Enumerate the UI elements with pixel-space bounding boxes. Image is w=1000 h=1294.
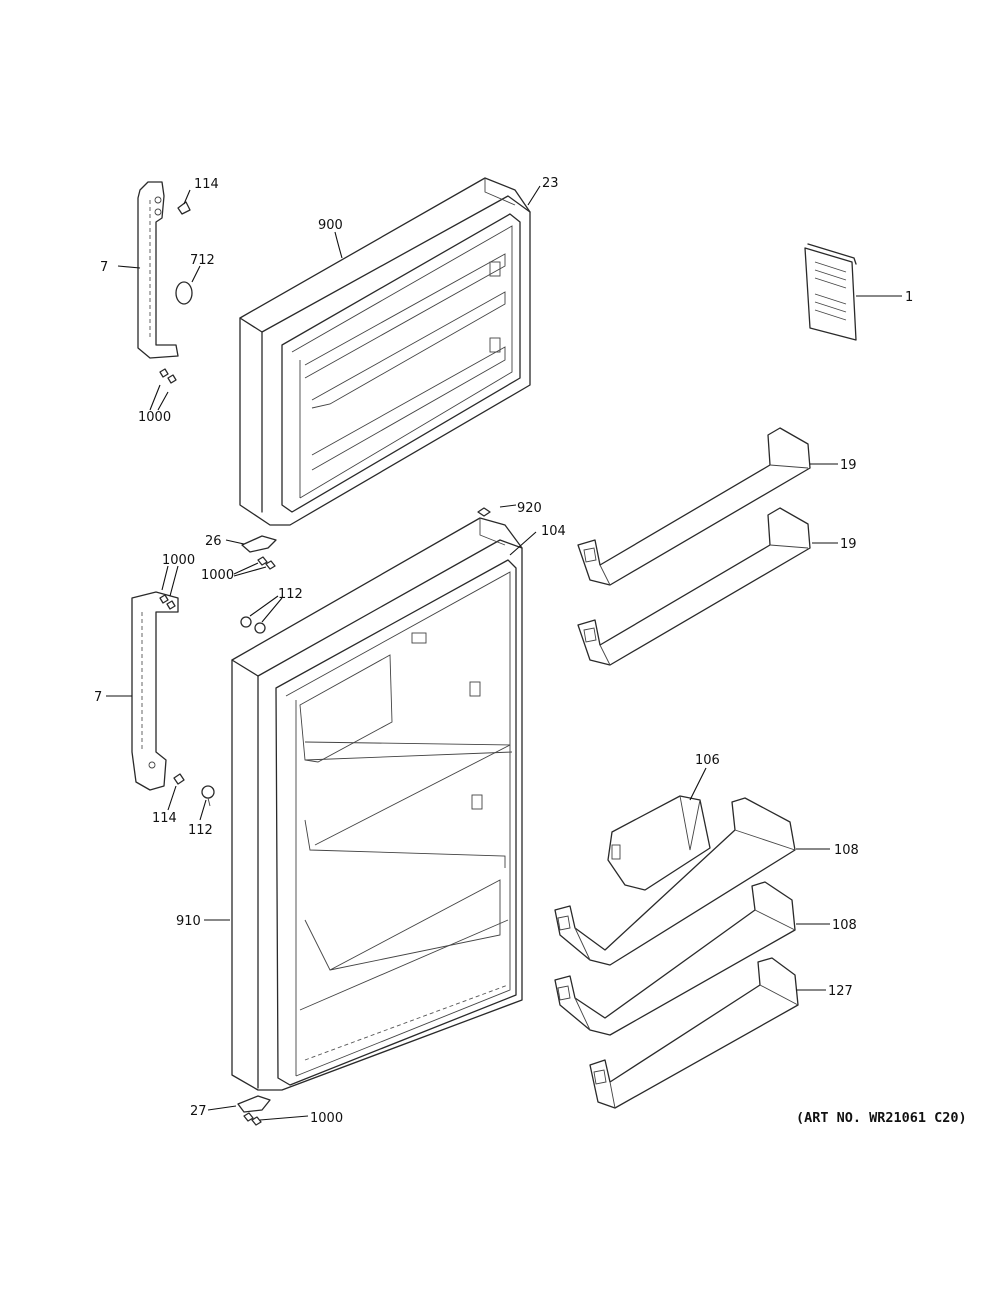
hinge-screws-1000-mid (257, 556, 276, 570)
upper-bin-19-top (577, 427, 811, 586)
callout-104: 104 (541, 524, 566, 539)
callout-1: 1 (905, 290, 913, 305)
callout-1000-handle-lower: 1000 (162, 553, 195, 568)
hinge-screws-1000-bottom (243, 1112, 262, 1126)
callout-108-top: 108 (834, 843, 859, 858)
upper-handle-screw-114 (177, 201, 191, 215)
plugs-112-upper (240, 616, 266, 634)
callout-112-upper: 112 (278, 587, 303, 602)
hinge-26 (241, 535, 277, 553)
callout-19-top: 19 (840, 458, 857, 473)
lower-handle-screw-114 (173, 773, 185, 785)
lower-handle-screws-1000 (159, 594, 176, 610)
hinge-27 (237, 1095, 271, 1113)
callout-23: 23 (542, 176, 559, 191)
callout-7-upper: 7 (100, 260, 108, 275)
lower-door (231, 517, 523, 1091)
callout-1000-upper: 1000 (138, 410, 171, 425)
callout-1000-bottom: 1000 (310, 1111, 343, 1126)
door-stop-920 (477, 507, 491, 517)
lower-bin-108-bottom (554, 881, 796, 1036)
callout-19-bottom: 19 (840, 537, 857, 552)
callout-127: 127 (828, 984, 853, 999)
callout-1000-hinge-mid: 1000 (201, 568, 234, 583)
callout-27: 27 (190, 1104, 207, 1119)
lower-bin-108-top (554, 797, 796, 966)
callout-114-lower: 114 (152, 811, 177, 826)
lower-bin-127 (589, 957, 799, 1109)
upper-handle (137, 181, 179, 359)
lower-handle (131, 591, 179, 791)
upper-door (239, 177, 531, 526)
callout-712: 712 (190, 253, 215, 268)
plug-112-lower (201, 785, 215, 807)
upper-handle-plug-712 (175, 281, 193, 305)
leader-lines (106, 185, 902, 1121)
container-106 (607, 795, 711, 891)
callout-910: 910 (176, 914, 201, 929)
manual-1 (804, 243, 857, 341)
callout-labels: 114 23 900 7 712 1 1000 19 920 104 26 19… (94, 176, 913, 1126)
callout-900: 900 (318, 218, 343, 233)
callout-108-bottom: 108 (832, 918, 857, 933)
upper-bin-19-bottom (577, 507, 811, 666)
callout-7-lower: 7 (94, 690, 102, 705)
callout-106: 106 (695, 753, 720, 768)
art-number: (ART NO. WR21061 C20) (796, 1110, 967, 1126)
upper-handle-screws-1000 (159, 368, 177, 384)
callout-920: 920 (517, 501, 542, 516)
callout-112-lower: 112 (188, 823, 213, 838)
callout-114-upper: 114 (194, 177, 219, 192)
callout-26: 26 (205, 534, 222, 549)
